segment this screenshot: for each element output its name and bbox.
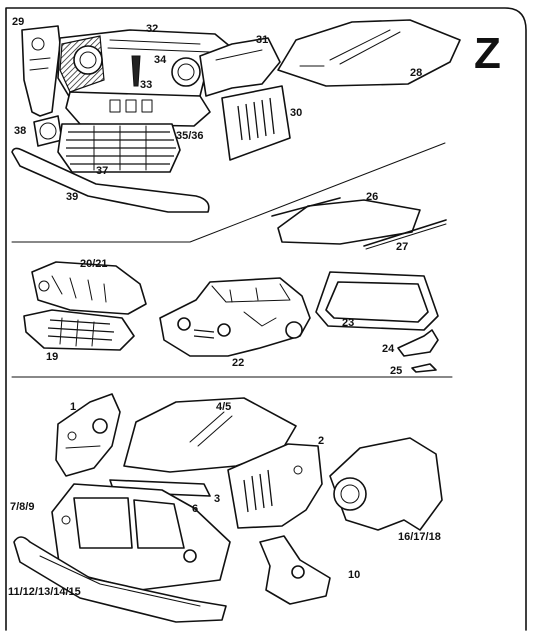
- divider-top: [11, 142, 446, 243]
- label-10: 10: [348, 569, 360, 581]
- label-20-21: 20/21: [80, 258, 108, 270]
- label-31: 31: [256, 34, 268, 46]
- part-4-5-bonnet: [123, 397, 297, 473]
- label-27: 27: [396, 241, 408, 253]
- label-19: 19: [46, 351, 58, 363]
- label-30: 30: [290, 107, 302, 119]
- part-11-15-bumper: [13, 536, 227, 623]
- part-27-trim-strip: [363, 219, 447, 247]
- label-1: 1: [70, 401, 76, 413]
- label-7-8-9: 7/8/9: [10, 501, 34, 513]
- label-6: 6: [192, 503, 198, 515]
- part-22-body-shell: [159, 277, 311, 357]
- part-19-grille-panel: [23, 309, 135, 351]
- part-38-headlamp-ring: [33, 115, 63, 147]
- label-35-36: 35/36: [176, 130, 204, 142]
- label-26: 26: [366, 191, 378, 203]
- part-29-inner-wing-panel: [21, 25, 61, 117]
- label-34: 34: [154, 54, 167, 66]
- part-10-arch-bracket: [259, 535, 331, 605]
- label-4-5: 4/5: [216, 401, 231, 413]
- label-2: 2: [318, 435, 324, 447]
- part-2-3-front-wing: [227, 443, 323, 529]
- part-32-front-panel: [57, 29, 233, 99]
- part-30-grille-side-panel: [221, 85, 291, 161]
- label-37: 37: [96, 165, 108, 177]
- section-letter: Z: [474, 29, 501, 78]
- label-33: 33: [140, 79, 152, 91]
- label-23: 23: [342, 317, 354, 329]
- label-22: 22: [232, 357, 244, 369]
- label-28: 28: [410, 67, 422, 79]
- part-31-side-panel: [199, 37, 281, 97]
- part-37-main-grille: [57, 123, 181, 173]
- part-7-8-9-front-end: [51, 483, 231, 591]
- trim-strip-upper: [271, 197, 341, 217]
- label-32: 32: [146, 23, 158, 35]
- part-16-17-18-outer-wing: [329, 437, 443, 531]
- part-28-bonnet: [277, 19, 461, 87]
- label-24: 24: [382, 343, 395, 355]
- part-39-front-apron: [11, 147, 210, 213]
- page-frame: [5, 7, 527, 631]
- part-26-windscreen-glass: [277, 199, 421, 245]
- part-24-bracket: [397, 329, 439, 357]
- label-29: 29: [12, 16, 24, 28]
- label-3: 3: [214, 493, 220, 505]
- label-39: 39: [66, 191, 78, 203]
- part-20-21-front-panel: [31, 261, 147, 315]
- part-1-inner-wing: [55, 393, 121, 477]
- label-25: 25: [390, 365, 402, 377]
- label-16-17-18: 16/17/18: [398, 531, 441, 543]
- part-25-clip: [411, 363, 437, 373]
- label-11-15: 11/12/13/14/15: [8, 586, 81, 598]
- label-38: 38: [14, 125, 26, 137]
- part-33-lower-valance: [65, 91, 211, 127]
- part-23-windscreen-frame: [315, 271, 439, 331]
